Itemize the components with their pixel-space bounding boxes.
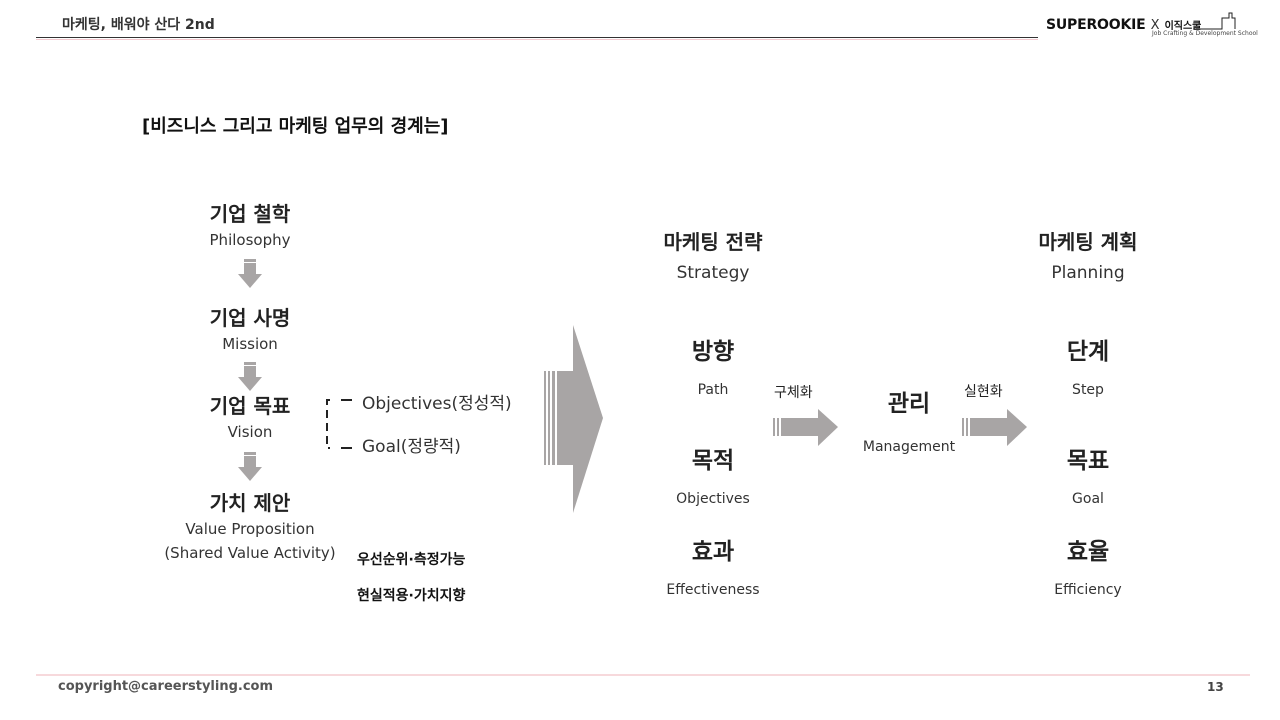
strategy-effectiveness-label: Effectiveness — [666, 582, 760, 598]
right-arrow-icon — [962, 409, 1027, 446]
dashed-bracket — [326, 399, 352, 449]
strategy-effectiveness-heading: 효과 — [691, 539, 735, 565]
management-label: Management — [862, 439, 956, 455]
logo-subtitle: Job Crafting & Development School — [1152, 30, 1258, 37]
header-title: 마케팅, 배워야 산다 2nd — [62, 17, 215, 33]
page-number: 13 — [1207, 680, 1224, 694]
brand-logo: SUPEROOKIE X 이직스쿨 Job Crafting & Develop… — [1046, 12, 1258, 40]
strategy-objectives-heading: 목적 — [691, 448, 735, 474]
planning-goal-label: Goal — [1072, 491, 1104, 507]
vision-heading: 기업 목표 — [209, 394, 291, 418]
right-arrow-icon — [773, 409, 838, 446]
planning-goal-heading: 목표 — [1066, 448, 1110, 474]
concretize-label: 구체화 — [774, 385, 813, 401]
planning-step-label: Step — [1072, 382, 1104, 398]
value-label: Value Proposition — [185, 520, 315, 538]
philosophy-label: Philosophy — [209, 231, 291, 249]
down-arrow-icon — [238, 452, 262, 481]
footer-rule — [36, 674, 1250, 676]
value-heading: 가치 제안 — [209, 491, 291, 515]
logo-x-text: X — [1150, 18, 1160, 33]
down-arrow-icon — [238, 362, 262, 391]
planning-label: Planning — [1051, 263, 1125, 283]
vision-label: Vision — [227, 423, 273, 441]
large-right-arrow-icon — [544, 325, 603, 513]
logo-building-icon — [1196, 12, 1236, 30]
footer-copyright: copyright@careerstyling.com — [58, 679, 274, 694]
criteria-line-2: 현실적용·가치지향 — [357, 588, 466, 604]
planning-heading: 마케팅 계획 — [1038, 230, 1138, 254]
logo-kr-text: 이직스쿨 — [1164, 21, 1202, 32]
strategy-path-heading: 방향 — [691, 339, 735, 365]
goal-label: Goal(정량적) — [362, 437, 461, 457]
strategy-heading: 마케팅 전략 — [663, 230, 763, 254]
planning-step-heading: 단계 — [1066, 339, 1110, 365]
down-arrow-icon — [238, 259, 262, 288]
header-rule-accent — [36, 39, 1038, 40]
slide-title: [비즈니스 그리고 마케팅 업무의 경계는] — [142, 116, 449, 137]
header-rule — [36, 37, 1038, 38]
planning-efficiency-heading: 효율 — [1066, 539, 1110, 565]
mission-heading: 기업 사명 — [209, 306, 291, 330]
value-sublabel: (Shared Value Activity) — [164, 544, 336, 562]
strategy-label: Strategy — [676, 263, 750, 283]
planning-efficiency-label: Efficiency — [1054, 582, 1122, 598]
strategy-objectives-label: Objectives — [676, 491, 750, 507]
mission-label: Mission — [222, 335, 278, 353]
logo-main-text: SUPEROOKIE — [1046, 17, 1146, 33]
strategy-path-label: Path — [697, 382, 729, 398]
criteria-line-1: 우선순위·측정가능 — [357, 552, 466, 568]
philosophy-heading: 기업 철학 — [209, 202, 291, 226]
objectives-label: Objectives(정성적) — [362, 394, 512, 414]
management-heading: 관리 — [887, 391, 931, 417]
realize-label: 실현화 — [964, 384, 1003, 400]
